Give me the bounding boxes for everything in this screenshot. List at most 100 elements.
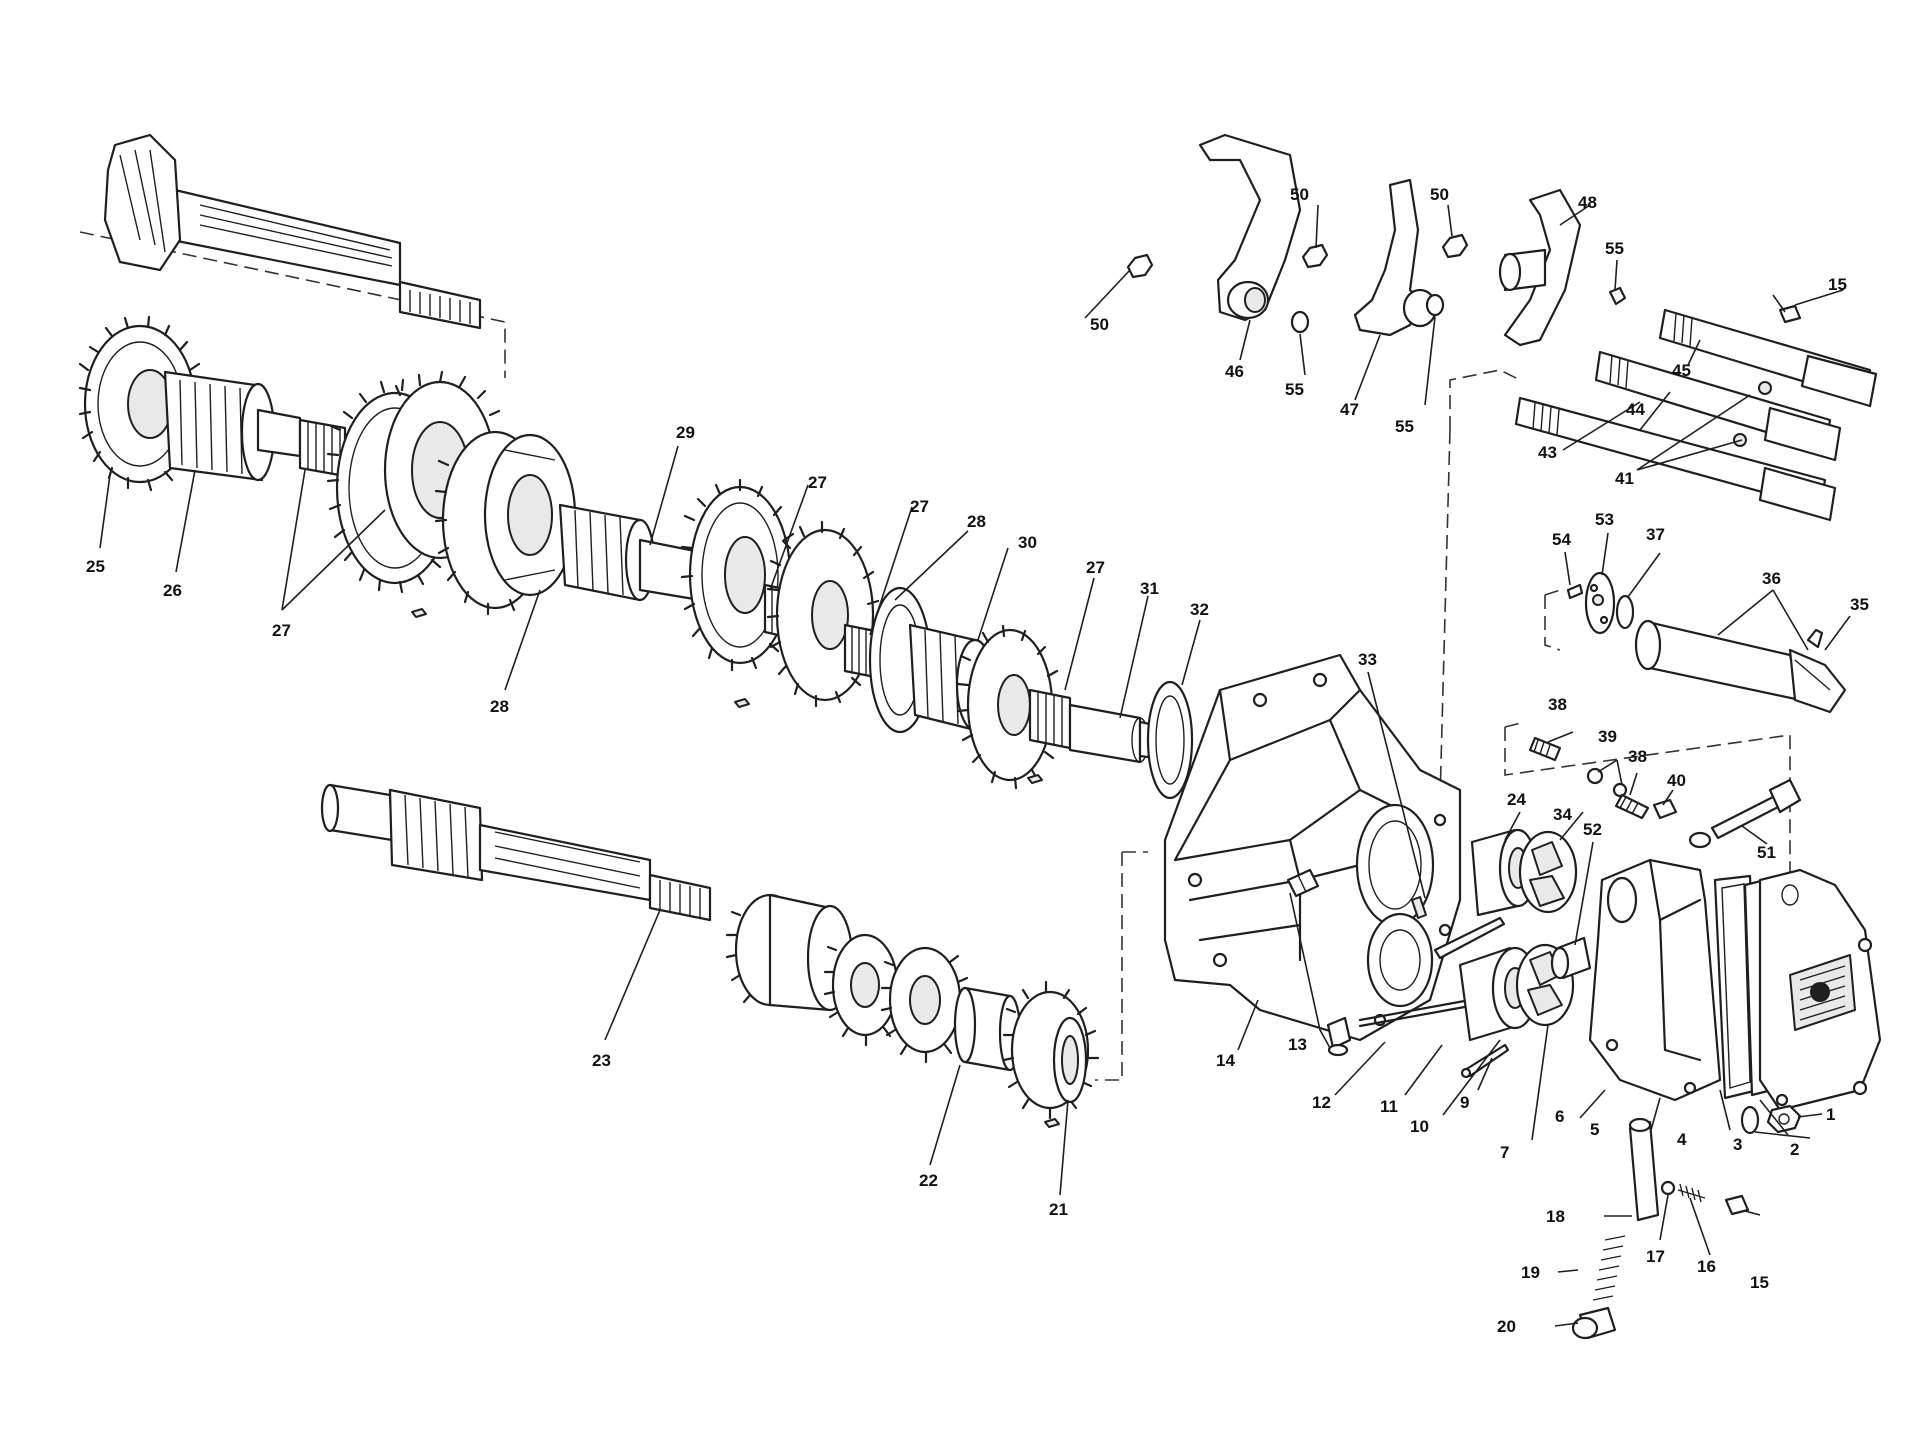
callout-12: 12 (1312, 1093, 1331, 1112)
callout-55b: 55 (1285, 380, 1304, 399)
callout-20: 20 (1497, 1317, 1516, 1336)
callout-labels: 1 2 3 4 5 6 7 9 10 11 12 13 14 15 15 16 … (86, 185, 1869, 1336)
callout-36: 36 (1762, 569, 1781, 588)
callout-50c: 50 (1430, 185, 1449, 204)
callout-27a: 27 (272, 621, 291, 640)
callout-9: 9 (1460, 1093, 1469, 1112)
pinion-shaft-top (103, 133, 482, 330)
gear-pair-upper-2 (434, 430, 577, 616)
circlip-37 (1615, 594, 1635, 630)
selector-fork-47 (1353, 178, 1438, 337)
callout-50b: 50 (1290, 185, 1309, 204)
callout-7: 7 (1500, 1143, 1509, 1162)
assembly-guide-lines (79, 231, 1791, 1081)
callout-5: 5 (1590, 1120, 1599, 1139)
callout-37: 37 (1646, 525, 1665, 544)
callout-31: 31 (1140, 579, 1159, 598)
callout-33: 33 (1358, 650, 1377, 669)
callout-13: 13 (1288, 1035, 1307, 1054)
callout-39: 39 (1598, 727, 1617, 746)
needle-bearing-27d (1028, 688, 1072, 750)
callout-38a: 38 (1548, 695, 1567, 714)
gear-25 (78, 315, 207, 492)
selector-shaft-35 (1634, 619, 1847, 714)
callout-leaders (99, 204, 1851, 1327)
layshaft-gear-21 (1002, 980, 1100, 1120)
ball-17 (1660, 1180, 1676, 1196)
plug-15-top (1778, 304, 1802, 324)
callout-3: 3 (1733, 1135, 1742, 1154)
callout-35: 35 (1850, 595, 1869, 614)
callout-10: 10 (1410, 1117, 1429, 1136)
callout-55a: 55 (1605, 239, 1624, 258)
mainshaft-gear-train (78, 315, 1194, 800)
callout-15-bottom: 15 (1750, 1273, 1769, 1292)
shim-32 (1146, 680, 1194, 800)
callout-1: 1 (1826, 1105, 1835, 1124)
callout-24: 24 (1507, 790, 1526, 809)
callout-46: 46 (1225, 362, 1244, 381)
sleeve-26 (163, 370, 276, 482)
callout-11: 11 (1380, 1097, 1398, 1116)
nut-1 (1766, 1104, 1802, 1134)
callout-19: 19 (1521, 1263, 1540, 1282)
callout-18: 18 (1546, 1207, 1565, 1226)
callout-15-top: 15 (1828, 275, 1847, 294)
callout-6: 6 (1555, 1107, 1564, 1126)
rod-12 (1358, 998, 1472, 1028)
callout-54: 54 (1552, 530, 1571, 549)
rear-housing-6 (1588, 858, 1722, 1102)
plug-15-bottom (1724, 1194, 1750, 1216)
callout-28b: 28 (967, 512, 986, 531)
callout-14: 14 (1216, 1051, 1235, 1070)
callout-47: 47 (1340, 400, 1359, 419)
callout-52: 52 (1583, 820, 1602, 839)
callout-16: 16 (1697, 1257, 1716, 1276)
callout-2: 2 (1790, 1140, 1799, 1159)
pin-9 (1460, 1043, 1510, 1079)
layshaft-gear-b (823, 933, 905, 1047)
washer-2 (1740, 1105, 1760, 1135)
callout-21: 21 (1049, 1200, 1068, 1219)
rod-holes-41 (1733, 381, 1772, 447)
selector-rod-44 (1594, 350, 1842, 462)
callout-53: 53 (1595, 510, 1614, 529)
plug-52 (1550, 936, 1592, 980)
callout-50a: 50 (1090, 315, 1109, 334)
callout-30: 30 (1018, 533, 1037, 552)
layshaft-gears (725, 893, 1100, 1120)
callout-27d: 27 (1086, 558, 1105, 577)
plunger-18 (1628, 1117, 1660, 1222)
callout-4: 4 (1677, 1130, 1687, 1149)
callout-44: 44 (1626, 400, 1645, 419)
selector-rod-43 (1514, 396, 1837, 522)
callout-51: 51 (1757, 843, 1776, 862)
selector-fork-48 (1498, 188, 1582, 347)
plug-20 (1571, 1306, 1617, 1340)
callout-48: 48 (1578, 193, 1597, 212)
selector-fork-46 (1198, 133, 1302, 322)
callout-22: 22 (919, 1171, 938, 1190)
layshaft-23 (320, 783, 712, 922)
callout-27c: 27 (910, 497, 929, 516)
callout-23: 23 (592, 1051, 611, 1070)
bolt-51 (1688, 778, 1802, 849)
cover-3 (1758, 868, 1882, 1112)
callout-17: 17 (1646, 1247, 1665, 1266)
detent-parts (1528, 736, 1678, 820)
layshaft-gear-a (725, 893, 854, 1012)
callout-28a: 28 (490, 697, 509, 716)
callout-29: 29 (676, 423, 695, 442)
callout-45: 45 (1672, 361, 1691, 380)
nuts-50-55 (1126, 233, 1627, 334)
callout-34: 34 (1553, 805, 1572, 824)
spring-16 (1677, 1183, 1706, 1203)
selector-flange-53 (1566, 571, 1616, 635)
callout-43: 43 (1538, 443, 1557, 462)
callout-25: 25 (86, 557, 105, 576)
callout-55c: 55 (1395, 417, 1414, 436)
pin-11 (1433, 916, 1506, 960)
callout-38b: 38 (1628, 747, 1647, 766)
studs-13 (1286, 868, 1352, 1057)
